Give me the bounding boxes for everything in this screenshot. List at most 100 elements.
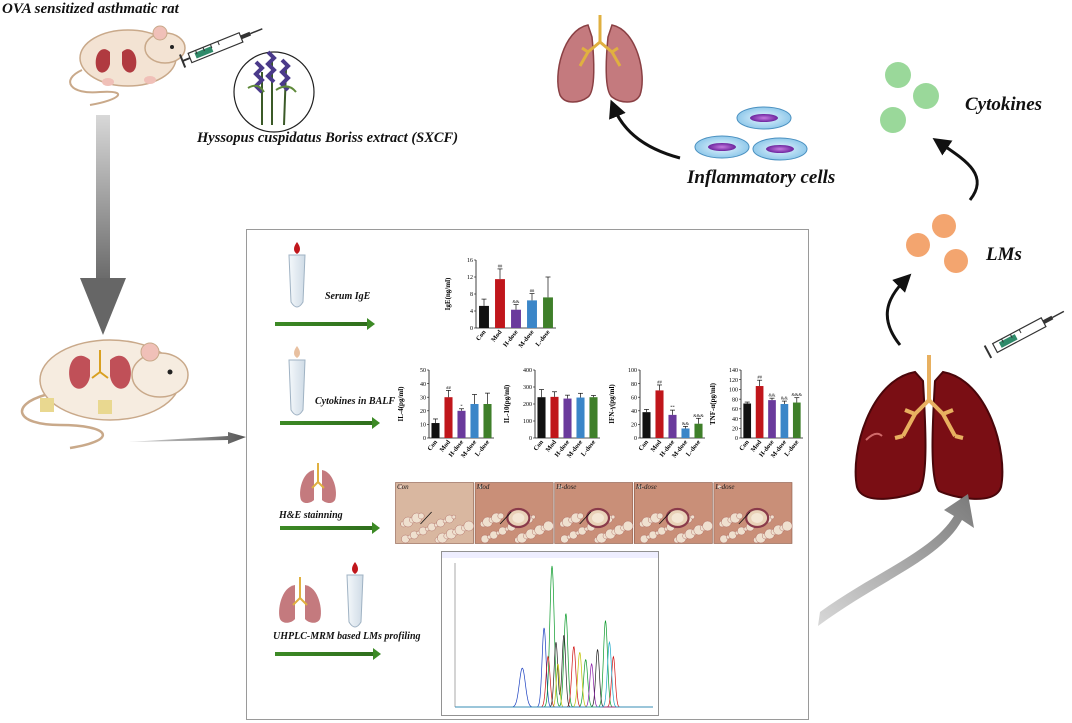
- y-tick-label: 8: [470, 292, 473, 298]
- significance-label: ##: [446, 385, 451, 390]
- significance-label: &&: [512, 299, 520, 304]
- green-arrow-icon-3: [280, 522, 380, 534]
- cytokines-balf-label: Cytokines in BALF: [315, 396, 396, 407]
- lungs-icon-large: [854, 355, 1004, 500]
- bar: [780, 404, 789, 438]
- y-tick-label: 60: [732, 407, 738, 413]
- histology-image: Mod: [474, 482, 554, 544]
- bar: [768, 400, 776, 438]
- x-tick-label: Con: [475, 329, 488, 343]
- x-tick-label: L-dose: [534, 329, 551, 348]
- significance-label: ##: [757, 375, 762, 380]
- y-axis-label: IFN-γ(pg/ml): [608, 384, 616, 424]
- bar: [655, 390, 664, 438]
- bar: [431, 423, 440, 438]
- extract-label: Hyssopus cuspidatus Boriss extract (SXCF…: [197, 130, 459, 146]
- y-tick-label: 60: [631, 395, 637, 401]
- significance-label: *: [460, 403, 463, 408]
- histology-image: Con: [395, 482, 475, 544]
- y-tick-label: 0: [423, 436, 426, 442]
- syringe-icon-top: [179, 28, 263, 68]
- lungs-icon-he: [300, 463, 336, 504]
- y-tick-label: 30: [420, 395, 426, 401]
- bar: [483, 404, 492, 438]
- histology-label: Con: [397, 483, 409, 491]
- histology-image: H-dose: [554, 482, 634, 544]
- return-arrow-icon: [818, 494, 974, 626]
- uhplc-label: UHPLC-MRM based LMs profiling: [273, 631, 421, 642]
- il4-bar-chart: IL-4(pg/ml)01020304050Con##Mod*H-doseM-d…: [397, 368, 494, 459]
- x-tick-label: M-dose: [517, 329, 535, 350]
- bar: [495, 279, 505, 328]
- cytokine-dots-icon: [880, 62, 939, 133]
- y-tick-label: 300: [523, 385, 532, 391]
- bar: [444, 397, 453, 438]
- x-tick-label: Con: [426, 439, 439, 453]
- y-axis-label: TNF-α(pg/ml): [709, 382, 717, 425]
- y-axis-label: IgE(ng/ml): [444, 277, 452, 310]
- serum-ige-label: Serum IgE: [325, 291, 371, 302]
- tube-icon-serum: [288, 242, 306, 308]
- x-tick-label: Con: [738, 439, 751, 453]
- x-tick-label: Mod: [490, 329, 504, 344]
- bar: [589, 397, 598, 438]
- y-tick-label: 20: [732, 426, 738, 432]
- significance-label: &&&: [792, 392, 803, 397]
- green-arrow-icon-4: [275, 648, 381, 660]
- significance-label: **: [670, 405, 675, 410]
- inflammatory-cells-label: Inflammatory cells: [687, 167, 836, 188]
- cytokines-label: Cytokines: [965, 94, 1043, 115]
- significance-label: &&: [682, 421, 690, 426]
- y-tick-label: 40: [732, 417, 738, 423]
- x-tick-label: L-dose: [474, 439, 491, 458]
- y-axis-label: IL-4(pg/ml): [397, 386, 405, 422]
- histology-label: L-dose: [714, 483, 734, 491]
- uhplc-chromatogram: [441, 551, 659, 716]
- right-arrow-icon: [128, 432, 246, 444]
- y-tick-label: 40: [631, 409, 637, 415]
- y-tick-label: 120: [729, 378, 738, 384]
- rat-icon-top: [69, 25, 186, 106]
- significance-label: ##: [498, 263, 503, 268]
- he-label: H&E stainning: [279, 510, 343, 521]
- bar: [470, 404, 479, 438]
- y-tick-label: 12: [467, 275, 473, 281]
- bar: [543, 297, 553, 328]
- bar: [563, 398, 572, 438]
- ifn-bar-chart: IFN-γ(pg/ml)020406080100Con##Mod**H-dose…: [608, 368, 705, 459]
- histology-label: M-dose: [635, 483, 657, 491]
- x-tick-label: L-dose: [685, 439, 702, 458]
- y-tick-label: 100: [729, 388, 738, 394]
- significance-label: &&: [768, 393, 776, 398]
- y-tick-label: 20: [631, 423, 637, 429]
- y-tick-label: 0: [634, 436, 637, 442]
- histology-label: Mod: [476, 483, 490, 491]
- bar: [792, 402, 801, 438]
- ige-bar-chart: IgE(ng/ml)0481216Con##Mod&&H-dose##M-dos…: [444, 258, 556, 350]
- bar: [576, 397, 585, 438]
- inflammatory-cells-icon: [694, 106, 808, 161]
- y-tick-label: 400: [523, 368, 532, 374]
- histology-image: M-dose: [634, 482, 713, 544]
- y-tick-label: 50: [420, 368, 426, 374]
- bar: [550, 396, 559, 438]
- green-arrow-icon-1: [275, 318, 375, 330]
- bar: [511, 309, 521, 328]
- x-tick-label: Con: [532, 439, 545, 453]
- x-tick-label: L-dose: [580, 439, 597, 458]
- panel-illustrations: [275, 242, 381, 660]
- curved-arrow-icon: [609, 99, 681, 160]
- bar: [743, 403, 752, 438]
- y-tick-label: 16: [467, 258, 473, 264]
- significance-label: ##: [530, 288, 535, 293]
- significance-label: &&: [781, 396, 789, 401]
- curved-arrow-icon-3: [885, 273, 912, 346]
- y-tick-label: 40: [420, 382, 426, 388]
- y-tick-label: 100: [523, 419, 532, 425]
- y-tick-label: 0: [470, 326, 473, 332]
- bar: [668, 414, 677, 438]
- lungs-icon-uhplc: [279, 577, 321, 623]
- histology-image: L-dose: [713, 482, 793, 544]
